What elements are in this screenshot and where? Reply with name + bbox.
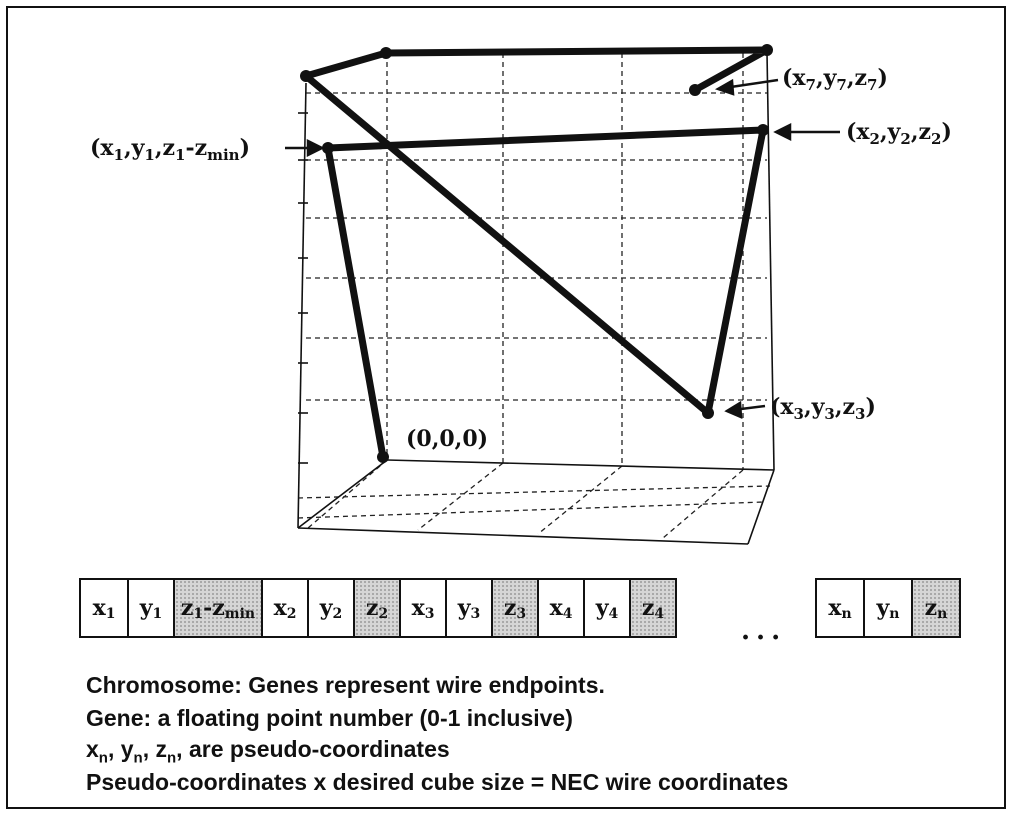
grid-lines	[297, 53, 771, 539]
label-arrows	[285, 78, 840, 419]
figure-frame: (x7,y7,z7) (x2,y2,z2) (x1,y1,z1-zmin) (x…	[6, 6, 1006, 809]
caption-line-gene: Gene: a floating point number (0-1 inclu…	[86, 705, 573, 731]
label-point-7: (x7,y7,z7)	[782, 65, 888, 94]
label-point-1: (x1,y1,z1-zmin)	[90, 135, 250, 164]
caption-line-pseudo-coordinates: xn, yn, zn, are pseudo-coordinates	[86, 736, 450, 767]
label-point-2: (x2,y2,z2)	[846, 119, 952, 148]
label-origin: (0,0,0)	[406, 426, 488, 452]
wire-endpoints	[300, 44, 773, 463]
axes	[297, 52, 775, 545]
gene-ellipsis: ...	[741, 616, 787, 646]
label-point-3: (x3,y3,z3)	[770, 394, 876, 423]
caption-line-nec-coordinates: Pseudo-coordinates x desired cube size =…	[86, 769, 789, 795]
caption-line-chromosome: Chromosome: Genes represent wire endpoin…	[86, 672, 605, 698]
wire-cube-diagram: (x7,y7,z7) (x2,y2,z2) (x1,y1,z1-zmin) (x…	[90, 44, 952, 545]
wire-path	[302, 46, 771, 461]
axis-ticks	[298, 112, 308, 464]
